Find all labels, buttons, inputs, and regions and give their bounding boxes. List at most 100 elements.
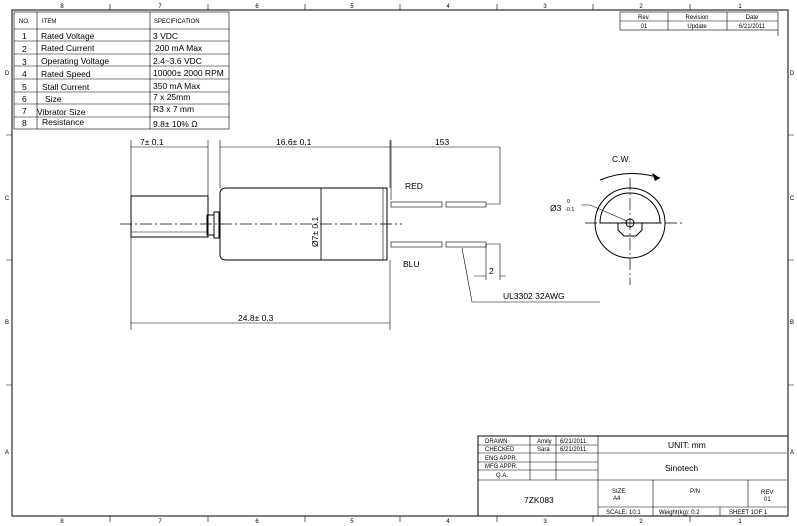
motor-body	[219, 187, 388, 261]
drawing-label: 2	[22, 44, 27, 54]
drawing-label: 7	[22, 106, 27, 116]
drawing-stroke	[461, 247, 600, 303]
drawing-label: 8	[60, 519, 64, 525]
drawing-label: 6/21/2011	[739, 24, 766, 30]
motor-side-view: 7± 0.1 16.6± 0.1 153 24.8± 0.3 Ø7± 0.1 2…	[120, 137, 600, 330]
drawing-label: 4	[22, 69, 27, 79]
drawing-label: 3	[543, 4, 547, 10]
drawing-stroke	[477, 435, 789, 517]
drawing-label: 2	[489, 266, 494, 276]
drawing-label: Resistance	[42, 117, 84, 127]
drawing-label: 1	[22, 31, 27, 41]
drawing-label: 4	[446, 4, 450, 10]
rotation-arrow-icon	[652, 173, 660, 181]
drawing-label: MFG APPR.	[485, 464, 518, 470]
drawing-label: A	[790, 450, 794, 456]
drawing-label: 6	[255, 4, 259, 10]
drawing-label: 350 mA Max	[153, 81, 201, 91]
drawing-label: Sara	[537, 447, 550, 453]
drawing-label: 3 VDC	[153, 31, 178, 41]
drawing-label: 2.4~3.6 VDC	[153, 56, 202, 66]
drawing-label: 5	[350, 519, 354, 525]
drawing-stroke	[617, 223, 643, 237]
drawing-label: Q.A.	[496, 473, 508, 479]
drawing-label: A	[5, 450, 9, 456]
drawing-label: RED	[405, 181, 423, 191]
drawing-label: Update	[687, 24, 707, 30]
drawing-stroke	[130, 140, 392, 330]
drawing-stroke	[14, 12, 229, 129]
drawing-label: Sinotech	[665, 463, 698, 473]
drawing-label: P/N	[690, 489, 700, 495]
drawing-stroke	[445, 241, 487, 248]
drawing-label: 3	[22, 57, 27, 67]
drawing-label: 5	[22, 82, 27, 92]
drawing-label: 153	[435, 137, 449, 147]
red-wire	[390, 147, 501, 208]
motor-end-view: C.W. Ø3 0 -0.1	[550, 154, 683, 285]
drawing-label: 7	[158, 519, 162, 525]
drawing-label: ENG APPR.	[485, 456, 518, 462]
blue-wire	[390, 241, 501, 280]
drawing-label: C.W.	[612, 154, 630, 164]
drawing-label: UL3302 32AWG	[503, 291, 565, 301]
drawing-label: Size	[45, 94, 62, 104]
drawing-stroke	[213, 211, 220, 239]
drawing-label: 01	[764, 497, 771, 503]
drawing-label: Rated Current	[41, 43, 95, 53]
drawing-stroke	[585, 178, 683, 285]
drawing-stroke	[485, 243, 501, 280]
drawing-stroke	[581, 204, 628, 222]
drawing-stroke	[486, 147, 501, 205]
drawing-label: C	[790, 196, 795, 202]
drawing-label: Revision	[685, 15, 708, 21]
drawing-label: Stall Current	[42, 82, 90, 92]
drawing-label: Vibrator Size	[37, 107, 86, 117]
drawing-label: Rev.	[638, 15, 650, 21]
drawing-label: UNIT: mm	[668, 440, 706, 450]
drawing-label: Rated Voltage	[41, 31, 95, 41]
drawing-label: SIZE	[612, 489, 625, 495]
drawing-label: SHEET 1OF 1	[729, 510, 768, 516]
drawing-label: REV	[761, 490, 773, 496]
drawing-stroke	[390, 201, 443, 208]
drawing-label: 6/21/2011	[560, 439, 587, 445]
drawing-label: 9.8± 10% Ω	[153, 119, 198, 129]
drawing-label: 8	[22, 118, 27, 128]
drawing-stroke	[6, 4, 794, 522]
drawing-label: 6/21/2011	[560, 447, 587, 453]
drawing-label: 24.8± 0.3	[238, 313, 274, 323]
drawing-label: NO.	[19, 19, 30, 25]
drawing-label: 200 mA Max	[155, 43, 203, 53]
drawing-stroke	[599, 192, 661, 224]
drawing-label: 2	[639, 4, 643, 10]
drawing-stroke	[620, 12, 779, 36]
drawing-label: 01	[641, 24, 648, 30]
drawing-label: A4	[613, 496, 621, 502]
drawing-label: 7 x 25mm	[153, 92, 190, 102]
drawing-label: Ø3	[550, 203, 562, 213]
drawing-label: SCALE: 10:1	[606, 510, 641, 516]
drawing-label: BLU	[403, 259, 420, 269]
drawing-label: B	[5, 320, 9, 326]
drawing-label: 6	[255, 519, 259, 525]
drawing-stroke	[13, 11, 230, 130]
drawing-label: 4	[446, 519, 450, 525]
drawing-label: Weight(kg): 0.2	[659, 510, 700, 516]
drawing-label: 7± 0.1	[140, 137, 164, 147]
drawing-label: 16.6± 0.1	[276, 137, 312, 147]
drawing-label: D	[790, 71, 795, 77]
drawing-label: -0.1	[565, 207, 574, 213]
drawing-label: 7ZK083	[524, 495, 554, 505]
drawing-stroke	[390, 241, 443, 248]
drawing-label: B	[790, 320, 794, 326]
drawing-label: 8	[60, 4, 64, 10]
drawing-label: Operating Voltage	[41, 56, 109, 66]
drawing-label: SPECIFICATION	[154, 19, 200, 25]
drawing-label: Amily	[537, 439, 552, 445]
drawing-label: 0	[567, 199, 570, 205]
